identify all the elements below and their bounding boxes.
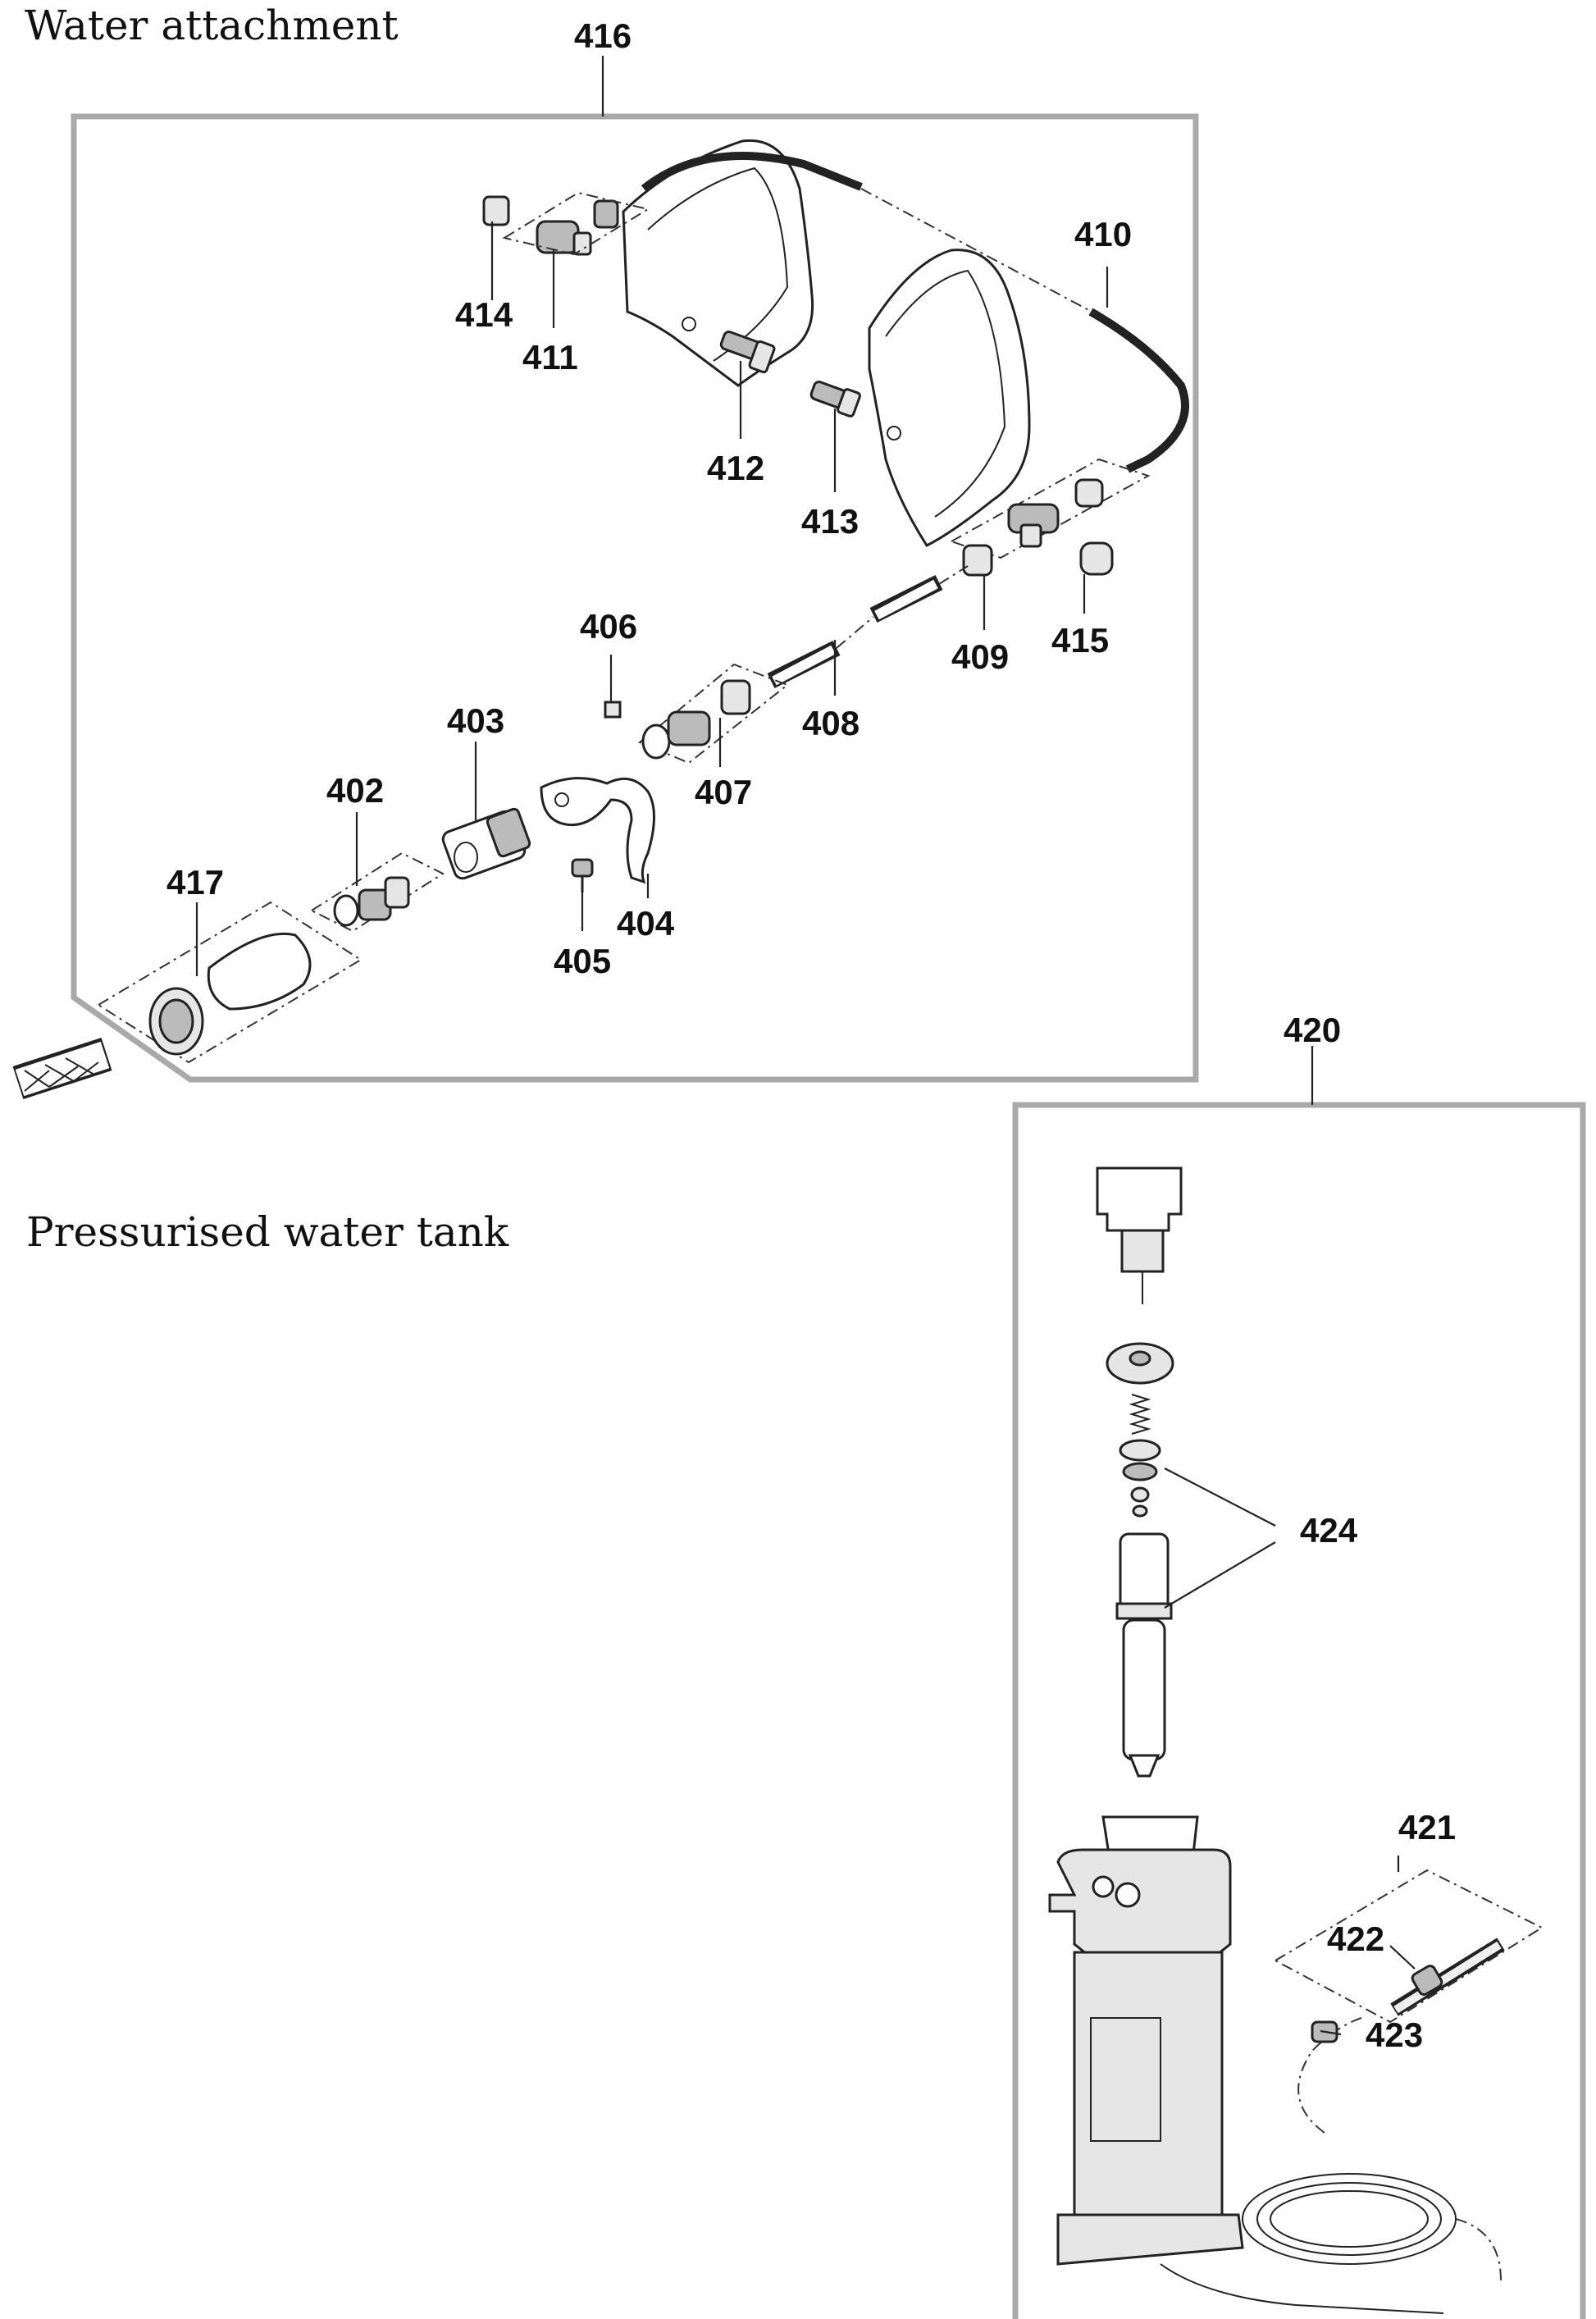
bracket-404	[540, 777, 655, 884]
callout-405: 405	[554, 942, 611, 980]
nut-406	[604, 701, 622, 719]
wheel-guard-left	[622, 139, 814, 387]
callout-422: 422	[1327, 1920, 1384, 1958]
t-fitting-409	[1007, 503, 1060, 548]
coupling-407	[641, 679, 751, 760]
callout-420: 420	[1284, 1011, 1341, 1049]
callout-407: 407	[695, 773, 752, 811]
pump-head-cap	[1106, 1342, 1174, 1385]
pump-handle	[1096, 1166, 1183, 1304]
section-title-water-attachment: Water attachment	[25, 2, 399, 49]
callout-413: 413	[801, 502, 859, 541]
pump-spring	[1129, 1394, 1151, 1435]
pump-cylinder	[1115, 1532, 1173, 1778]
callout-410: 410	[1074, 215, 1132, 253]
callout-416: 416	[574, 16, 632, 55]
screw-412	[719, 330, 776, 374]
callout-411: 411	[522, 338, 578, 377]
nozzle-422	[1390, 1938, 1505, 2016]
callout-409: 409	[951, 637, 1009, 676]
callout-423: 423	[1366, 2015, 1423, 2054]
callout-412: 412	[707, 449, 764, 487]
callout-414: 414	[455, 295, 513, 334]
nut-414	[482, 195, 510, 226]
callout-421: 421	[1398, 1808, 1456, 1847]
screw-405	[571, 858, 594, 892]
elbow-fitting-411	[536, 220, 592, 256]
callout-403: 403	[447, 701, 504, 740]
callout-424: 424	[1300, 1511, 1358, 1550]
screw-413	[809, 381, 861, 418]
water-tube-410-lower	[1088, 308, 1189, 473]
nut-411b	[593, 199, 619, 229]
callout-404: 404	[617, 904, 675, 943]
nut-409b	[1074, 478, 1104, 508]
water-tank-body	[1048, 1815, 1244, 2266]
callout-415: 415	[1051, 621, 1109, 660]
kit-frame-421	[1273, 1869, 1544, 2024]
callout-402: 402	[326, 771, 384, 810]
seal-set-424	[1119, 1439, 1161, 1518]
adapter-402	[333, 876, 410, 927]
water-tube-410	[641, 152, 863, 192]
hose-stub	[12, 1038, 112, 1099]
wheel-guard-right	[868, 249, 1031, 547]
group-frame-420	[1012, 1102, 1586, 2319]
valve-body-403	[441, 807, 531, 880]
callout-408: 408	[802, 704, 860, 742]
cap-415	[1079, 541, 1114, 576]
callout-406: 406	[580, 607, 637, 646]
callout-417: 417	[166, 863, 224, 902]
nut-409a	[962, 544, 993, 577]
section-title-pressurised-water-tank: Pressurised water tank	[26, 1208, 509, 1256]
group-frame-416	[71, 113, 1199, 1083]
hose-connector-417	[148, 932, 312, 1056]
hose-coil	[1160, 2017, 1502, 2314]
